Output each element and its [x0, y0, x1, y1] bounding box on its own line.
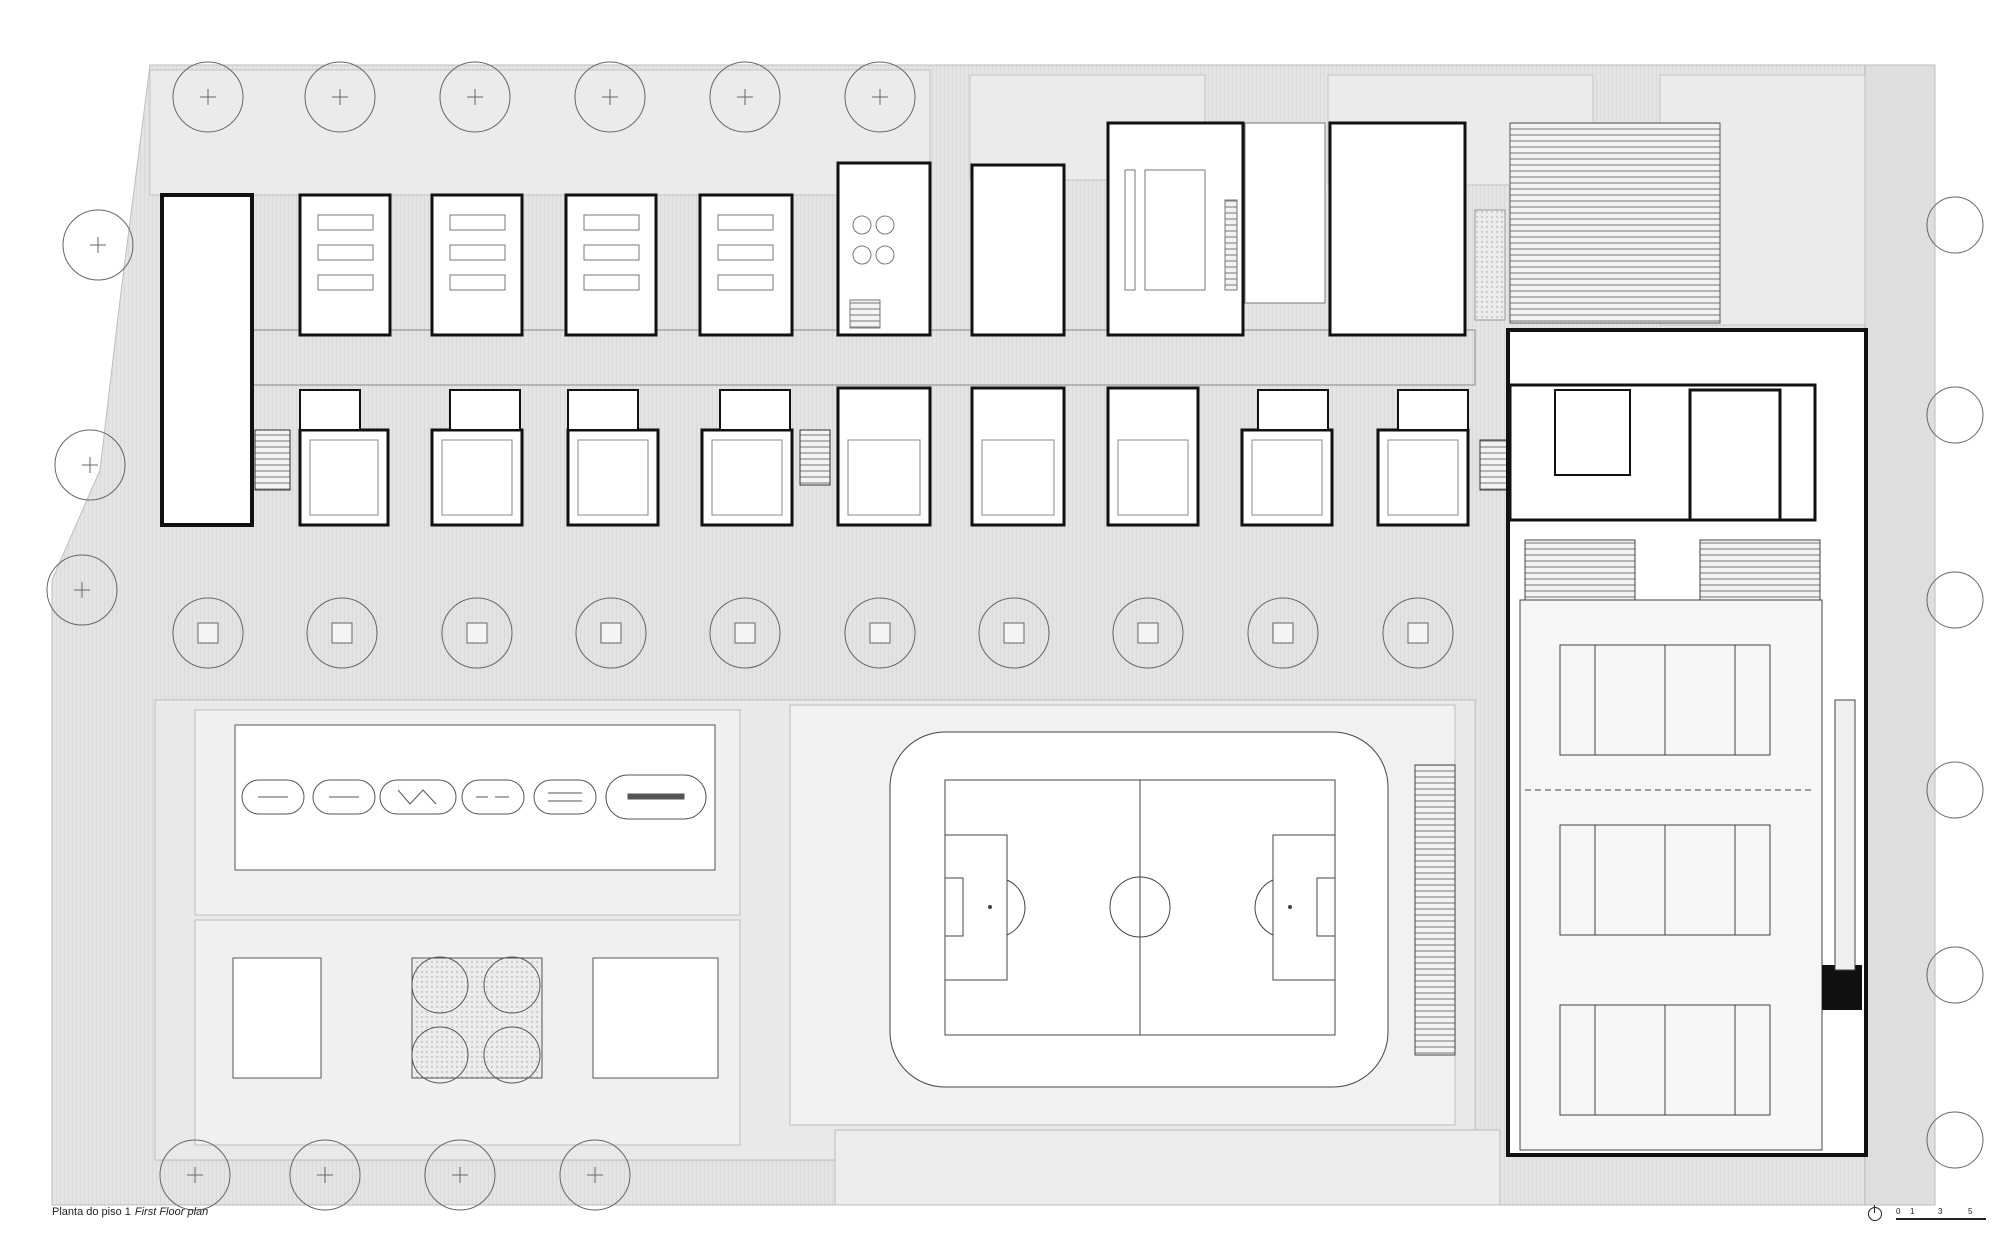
- roof-slats: [1509, 122, 1721, 324]
- north-room-furniture: [317, 169, 1238, 329]
- scale-tick-label: 1: [1910, 1207, 1915, 1216]
- tree-symbol-icon: [439, 61, 511, 133]
- tree-symbol-icon: [1926, 1111, 1984, 1169]
- south-wc-blocks: [299, 389, 1469, 431]
- tree-symbol-icon: [306, 597, 378, 669]
- tree-symbol-icon: [709, 597, 781, 669]
- tree-symbol-icon: [62, 209, 134, 281]
- main-corridor: [249, 329, 1476, 386]
- tree-symbol-icon: [1926, 946, 1984, 1004]
- planter-dotted: [1474, 209, 1506, 321]
- tree-symbol-icon: [559, 1139, 631, 1211]
- caption-english: First Floor plan: [134, 1206, 209, 1218]
- tree-symbol-icon: [159, 1139, 231, 1211]
- west-stair: [254, 429, 291, 491]
- south-stairs: [799, 429, 1511, 491]
- tree-symbol-icon: [1926, 571, 1984, 629]
- outdoor-play-area: [232, 724, 719, 1084]
- tree-symbol-icon: [289, 1139, 361, 1211]
- tree-symbol-icon: [1926, 761, 1984, 819]
- tree-symbol-icon: [844, 597, 916, 669]
- tree-symbol-icon: [709, 61, 781, 133]
- tree-symbol-icon: [304, 61, 376, 133]
- scale-tick-label: 0: [1896, 1207, 1901, 1216]
- scale-tick-label: 5: [1968, 1207, 1973, 1216]
- south-room-desks: [309, 439, 1459, 516]
- tree-symbol-icon: [172, 61, 244, 133]
- tree-symbol-icon: [1382, 597, 1454, 669]
- football-pitch: [889, 731, 1456, 1088]
- tree-symbol-icon: [1112, 597, 1184, 669]
- courtyard-trees: [172, 597, 1454, 669]
- north-classrooms: [298, 121, 1467, 337]
- tree-symbol-icon: [575, 597, 647, 669]
- tree-symbol-icon: [574, 61, 646, 133]
- north-arrow-icon: [1868, 1205, 1882, 1221]
- gym-upper-block: [1244, 122, 1326, 304]
- tree-symbol-icon: [441, 597, 513, 669]
- tree-symbol-icon: [172, 597, 244, 669]
- gymnasium: [1506, 328, 1868, 1157]
- scale-tick-label: 3: [1938, 1207, 1943, 1216]
- tree-symbol-icon: [424, 1139, 496, 1211]
- tree-symbol-icon: [1926, 196, 1984, 254]
- caption-portuguese: Planta do piso 1: [52, 1206, 131, 1218]
- tree-symbol-icon: [1926, 386, 1984, 444]
- west-wing-block: [160, 193, 254, 527]
- tree-symbol-icon: [54, 429, 126, 501]
- tree-symbol-icon: [844, 61, 916, 133]
- tree-symbol-icon: [46, 554, 118, 626]
- tree-symbol-icon: [1247, 597, 1319, 669]
- scale-bar-line: [1896, 1218, 1986, 1220]
- site-trees: [46, 61, 1984, 1211]
- tree-symbol-icon: [978, 597, 1050, 669]
